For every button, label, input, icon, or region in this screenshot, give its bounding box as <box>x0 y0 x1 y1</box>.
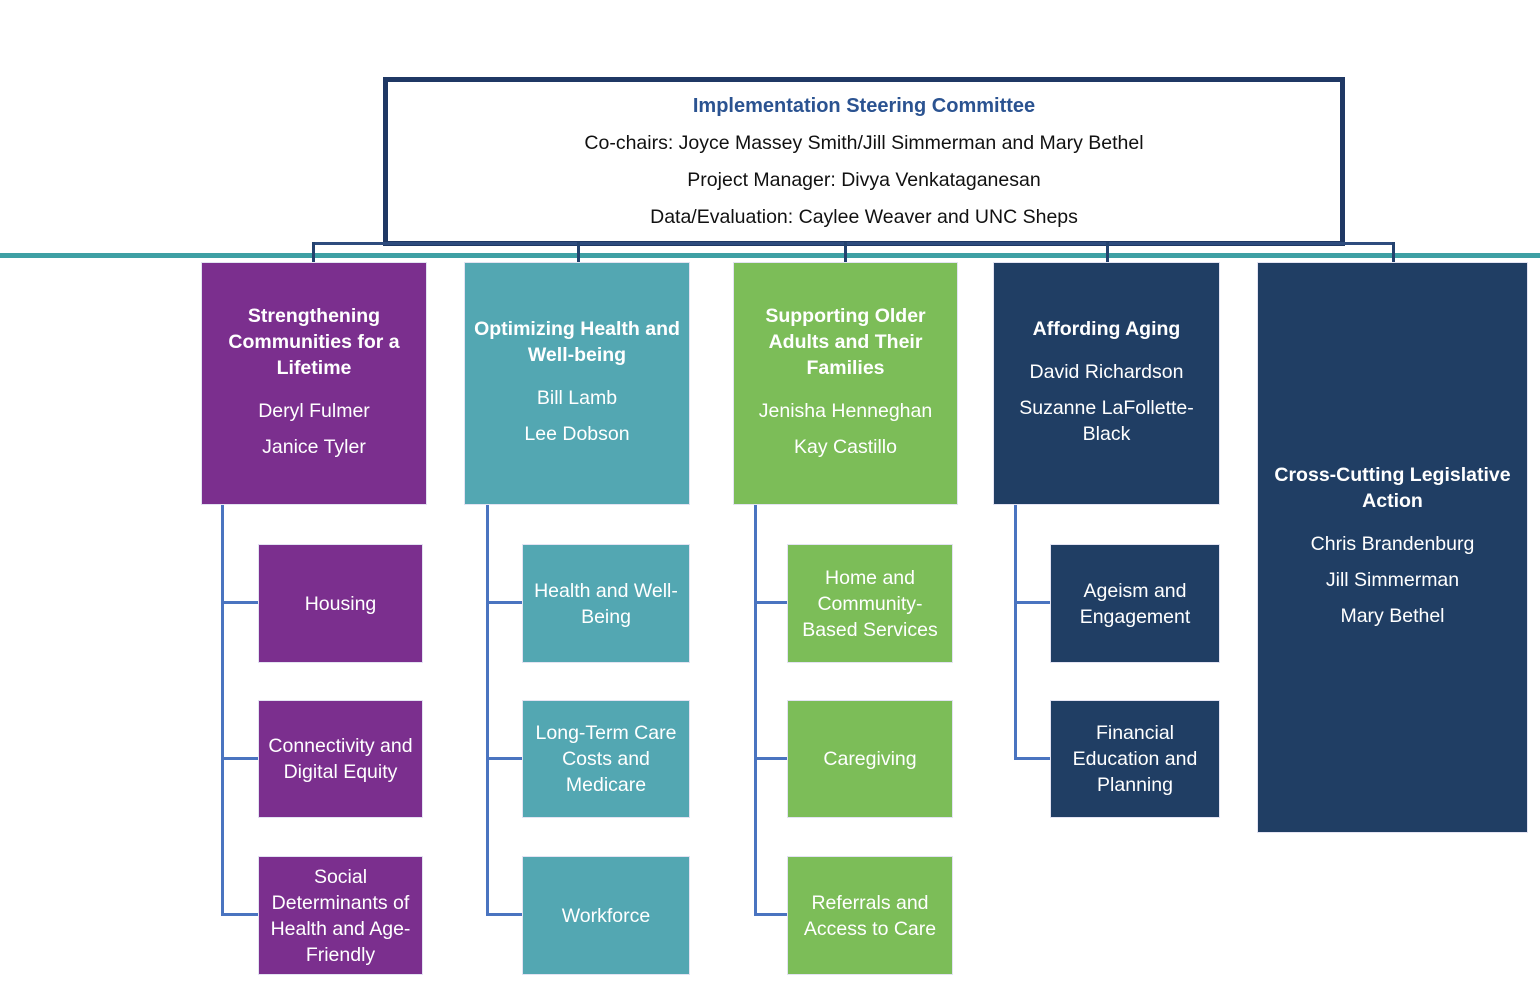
column-connector-vertical <box>1014 505 1017 759</box>
subcommittee-box-referrals-access-to-care: Referrals and Access to Care <box>787 856 953 975</box>
committee-box-optimizing-health: Optimizing Health and Well-being Bill La… <box>464 262 690 505</box>
subcommittee-label: Social Determinants of Health and Age-Fr… <box>270 865 411 966</box>
steering-committee-box: Implementation Steering Committee Co-cha… <box>383 77 1345 246</box>
committee-title: Strengthening Communities for a Lifetime <box>228 304 400 379</box>
subcommittee-connector-stub <box>486 757 524 760</box>
top-connector-drop <box>1106 242 1109 263</box>
subcommittee-box-long-term-care: Long-Term Care Costs and Medicare <box>522 700 690 818</box>
subcommittee-box-social-determinants: Social Determinants of Health and Age-Fr… <box>258 856 423 975</box>
column-connector-vertical <box>754 505 757 916</box>
top-connector-drop <box>1392 242 1395 263</box>
subcommittee-box-health-and-well-being: Health and Well-Being <box>522 544 690 663</box>
committee-member: Mary Bethel <box>1340 604 1445 627</box>
steering-co-chairs-line: Co-chairs: Joyce Massey Smith/Jill Simme… <box>584 131 1144 154</box>
subcommittee-connector-stub <box>754 913 788 916</box>
column-connector-vertical <box>486 505 489 916</box>
committee-box-supporting-older-adults: Supporting Older Adults and Their Famili… <box>733 262 958 505</box>
subcommittee-connector-stub <box>1014 757 1052 760</box>
subcommittee-label: Housing <box>304 592 377 615</box>
subcommittee-label: Ageism and Engagement <box>1079 579 1191 628</box>
committee-member: Suzanne LaFollette-Black <box>1019 396 1194 445</box>
subcommittee-box-ageism-engagement: Ageism and Engagement <box>1050 544 1220 663</box>
subcommittee-label: Home and Community-Based Services <box>802 566 938 641</box>
subcommittee-label: Referrals and Access to Care <box>803 891 937 940</box>
subcommittee-connector-stub <box>486 601 524 604</box>
subcommittee-box-connectivity-digital-equity: Connectivity and Digital Equity <box>258 700 423 818</box>
subcommittee-box-financial-education-planning: Financial Education and Planning <box>1050 700 1220 818</box>
committee-title: Optimizing Health and Well-being <box>474 317 680 366</box>
subcommittee-connector-stub <box>221 601 259 604</box>
subcommittee-box-caregiving: Caregiving <box>787 700 953 818</box>
committee-member: David Richardson <box>1029 360 1184 383</box>
committee-member: Bill Lamb <box>536 386 618 409</box>
committee-box-cross-cutting-legislative-action: Cross-Cutting Legislative Action Chris B… <box>1257 262 1528 833</box>
steering-committee-title: Implementation Steering Committee <box>692 94 1036 117</box>
subcommittee-label: Workforce <box>561 904 651 927</box>
subcommittee-connector-stub <box>486 913 524 916</box>
subcommittee-label: Health and Well-Being <box>534 579 678 628</box>
committee-box-affording-aging: Affording Aging David Richardson Suzanne… <box>993 262 1220 505</box>
steering-data-evaluation-line: Data/Evaluation: Caylee Weaver and UNC S… <box>650 205 1078 228</box>
committee-box-strengthening-communities: Strengthening Communities for a Lifetime… <box>201 262 427 505</box>
top-connector-drop <box>577 242 580 263</box>
committee-title: Affording Aging <box>1032 317 1181 340</box>
column-connector-vertical <box>221 505 224 916</box>
top-connector-drop <box>844 242 847 263</box>
subcommittee-box-workforce: Workforce <box>522 856 690 975</box>
committee-member: Janice Tyler <box>262 435 366 458</box>
subcommittee-label: Caregiving <box>823 748 917 770</box>
subcommittee-connector-stub <box>1014 601 1052 604</box>
committee-member: Lee Dobson <box>524 422 630 445</box>
subcommittee-label: Financial Education and Planning <box>1072 722 1198 796</box>
teal-divider-line <box>0 253 1540 258</box>
committee-member: Kay Castillo <box>794 435 897 458</box>
committee-member: Deryl Fulmer <box>258 399 370 422</box>
committee-title: Cross-Cutting Legislative Action <box>1274 463 1511 512</box>
top-connector-horizontal-line <box>313 242 1394 245</box>
committee-member: Jill Simmerman <box>1325 568 1460 591</box>
subcommittee-connector-stub <box>754 601 788 604</box>
committee-title: Supporting Older Adults and Their Famili… <box>765 304 926 379</box>
subcommittee-box-home-community-based-services: Home and Community-Based Services <box>787 544 953 663</box>
subcommittee-connector-stub <box>754 757 788 760</box>
subcommittee-connector-stub <box>221 913 259 916</box>
steering-project-manager-line: Project Manager: Divya Venkataganesan <box>687 168 1041 191</box>
subcommittee-label: Long-Term Care Costs and Medicare <box>535 722 677 796</box>
subcommittee-connector-stub <box>221 757 259 760</box>
subcommittee-box-housing: Housing <box>258 544 423 663</box>
subcommittee-label: Connectivity and Digital Equity <box>268 735 413 783</box>
committee-member: Jenisha Henneghan <box>758 399 933 422</box>
top-connector-drop <box>312 242 315 263</box>
committee-member: Chris Brandenburg <box>1310 532 1475 555</box>
